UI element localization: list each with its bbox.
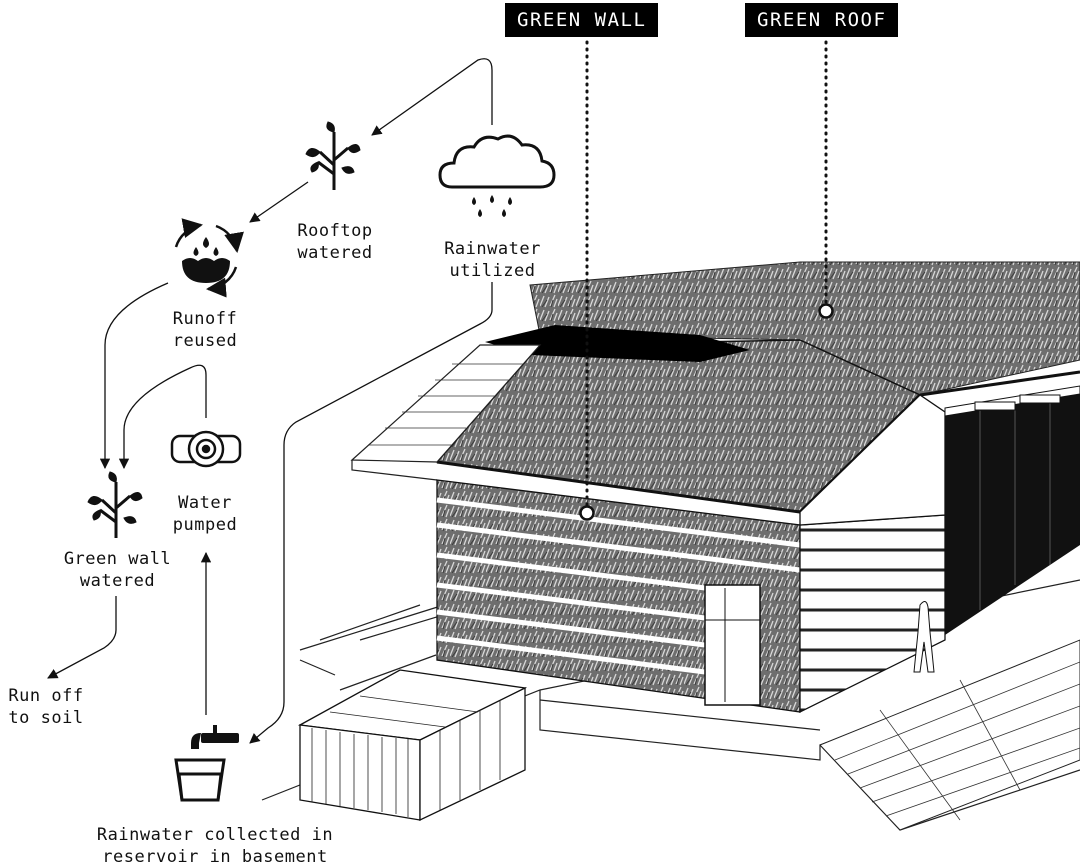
sprout-icon [305,121,361,190]
tag-leaders [585,40,828,507]
green-wall-slats [436,497,801,675]
reservoir-tank [297,669,528,822]
tag-green-roof: GREEN ROOF [745,3,899,37]
flow-arrows [47,58,493,744]
door [704,584,761,706]
recycle-water-icon [174,218,244,298]
bucket-icon [174,758,226,802]
label-run-off-to-soil: Run off to soil [8,686,84,728]
tap-icon [191,725,239,749]
label-green-wall-watered: Green wall watered [63,549,172,591]
green-wall-marker [579,505,595,521]
sprout-icon [87,471,143,538]
arrow-runoff-to-greenwall [99,282,169,470]
arrow-greenwall-to-soil [47,596,117,679]
label-runoff-reused: Runoff reused [172,309,238,351]
dark-interior [945,390,1080,635]
left-roof-tiles [350,344,542,463]
label-rooftop-watered: Rooftop watered [297,221,373,263]
arrow-rooftop-to-runoff [249,181,309,223]
tag-green-wall: GREEN WALL [505,3,659,37]
green-roof-marker [818,303,834,319]
label-water-pumped: Water pumped [172,493,238,535]
label-rainwater-utilized: Rainwater utilized [444,239,541,281]
arrow-rain-to-reservoir [249,282,493,744]
arrow-pump-to-greenwall [118,364,207,470]
pump-icon [170,430,242,468]
label-rainwater-reservoir: Rainwater collected in reservoir in base… [96,825,334,867]
building-illustration [261,261,1080,831]
arrow-rain-to-rooftop [371,58,493,136]
rain-cloud-icon [438,134,556,217]
